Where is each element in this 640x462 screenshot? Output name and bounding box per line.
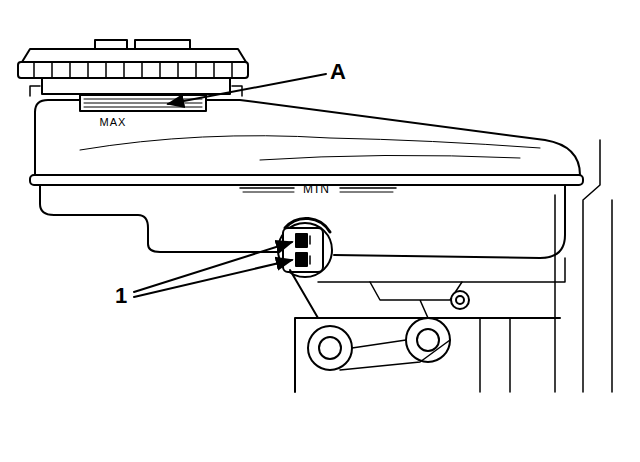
reservoir-body	[30, 100, 583, 318]
leader-line	[134, 260, 292, 297]
level-mark: MAX	[100, 117, 127, 128]
leader-lines	[134, 74, 326, 297]
leader-line	[134, 242, 292, 292]
leader-line	[168, 74, 326, 104]
level-sensor-connector	[278, 218, 332, 277]
callout-number: 1	[115, 285, 127, 307]
callout-letter: A	[330, 61, 346, 83]
level-mark: MIN	[303, 183, 331, 195]
master-cylinder	[290, 140, 612, 392]
